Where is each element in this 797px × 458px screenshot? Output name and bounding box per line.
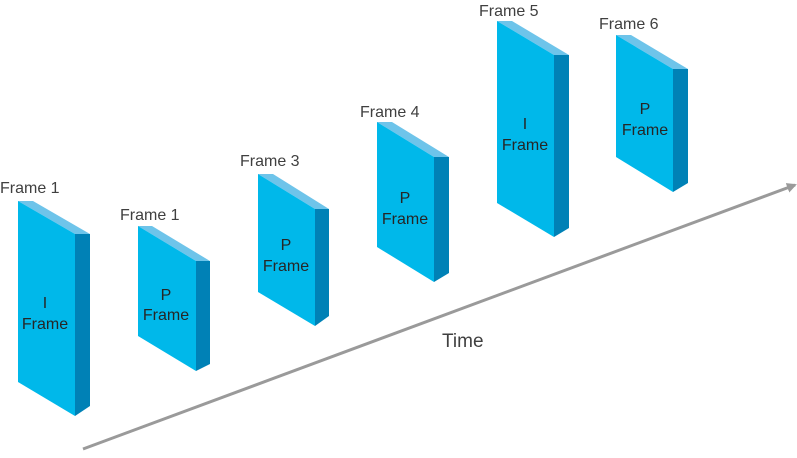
frame-block-4-top	[377, 122, 449, 157]
frame-block-6-side	[673, 69, 688, 192]
time-axis-label: Time	[442, 331, 484, 352]
frame-block-1-front	[18, 201, 75, 416]
frame-block-2-top	[138, 226, 210, 261]
frame-block-2-front	[138, 226, 196, 371]
frame-word-label: Frame	[22, 316, 68, 333]
frame-block-6-top	[616, 35, 688, 69]
frame-type-label: P	[281, 237, 292, 254]
frame-caption: Frame 1	[120, 207, 180, 224]
frame-word-label: Frame	[143, 307, 189, 324]
frame-block-2-side	[196, 261, 210, 371]
time-axis-arrow	[82, 183, 797, 451]
frame-type-label: P	[640, 101, 651, 118]
frame-block-4-side	[434, 157, 449, 282]
frame-block-4: Frame 4 P Frame	[360, 104, 449, 282]
frame-block-3-front	[258, 174, 315, 326]
frame-word-label: Frame	[382, 211, 428, 228]
frame-block-3: Frame 3 P Frame	[240, 153, 329, 326]
frame-block-4-front	[377, 122, 434, 282]
frame-word-label: Frame	[502, 137, 548, 154]
frame-block-5: Frame 5 I Frame	[479, 3, 569, 237]
frame-caption: Frame 1	[0, 180, 60, 197]
frame-caption: Frame 6	[599, 16, 659, 33]
frame-block-1-top	[18, 201, 90, 234]
frame-block-1-side	[75, 234, 90, 416]
frame-caption: Frame 5	[479, 3, 539, 20]
frame-block-2: Frame 1 P Frame	[120, 207, 210, 371]
frame-block-3-side	[315, 209, 329, 326]
frame-block-6-front	[616, 35, 673, 192]
frame-caption: Frame 4	[360, 104, 420, 121]
frame-type-label: P	[161, 287, 172, 304]
frame-block-6: Frame 6 P Frame	[599, 16, 688, 192]
frame-type-label: P	[400, 190, 411, 207]
frame-type-label: I	[43, 295, 47, 312]
frame-block-5-front	[497, 21, 554, 237]
frame-block-3-top	[258, 174, 329, 209]
frame-type-label: I	[523, 116, 527, 133]
frame-block-5-top	[497, 21, 569, 55]
frame-word-label: Frame	[622, 122, 668, 139]
frame-block-5-side	[554, 55, 569, 237]
frame-caption: Frame 3	[240, 153, 300, 170]
frame-block-1: Frame 1 I Frame	[0, 180, 90, 416]
frame-word-label: Frame	[263, 258, 309, 275]
